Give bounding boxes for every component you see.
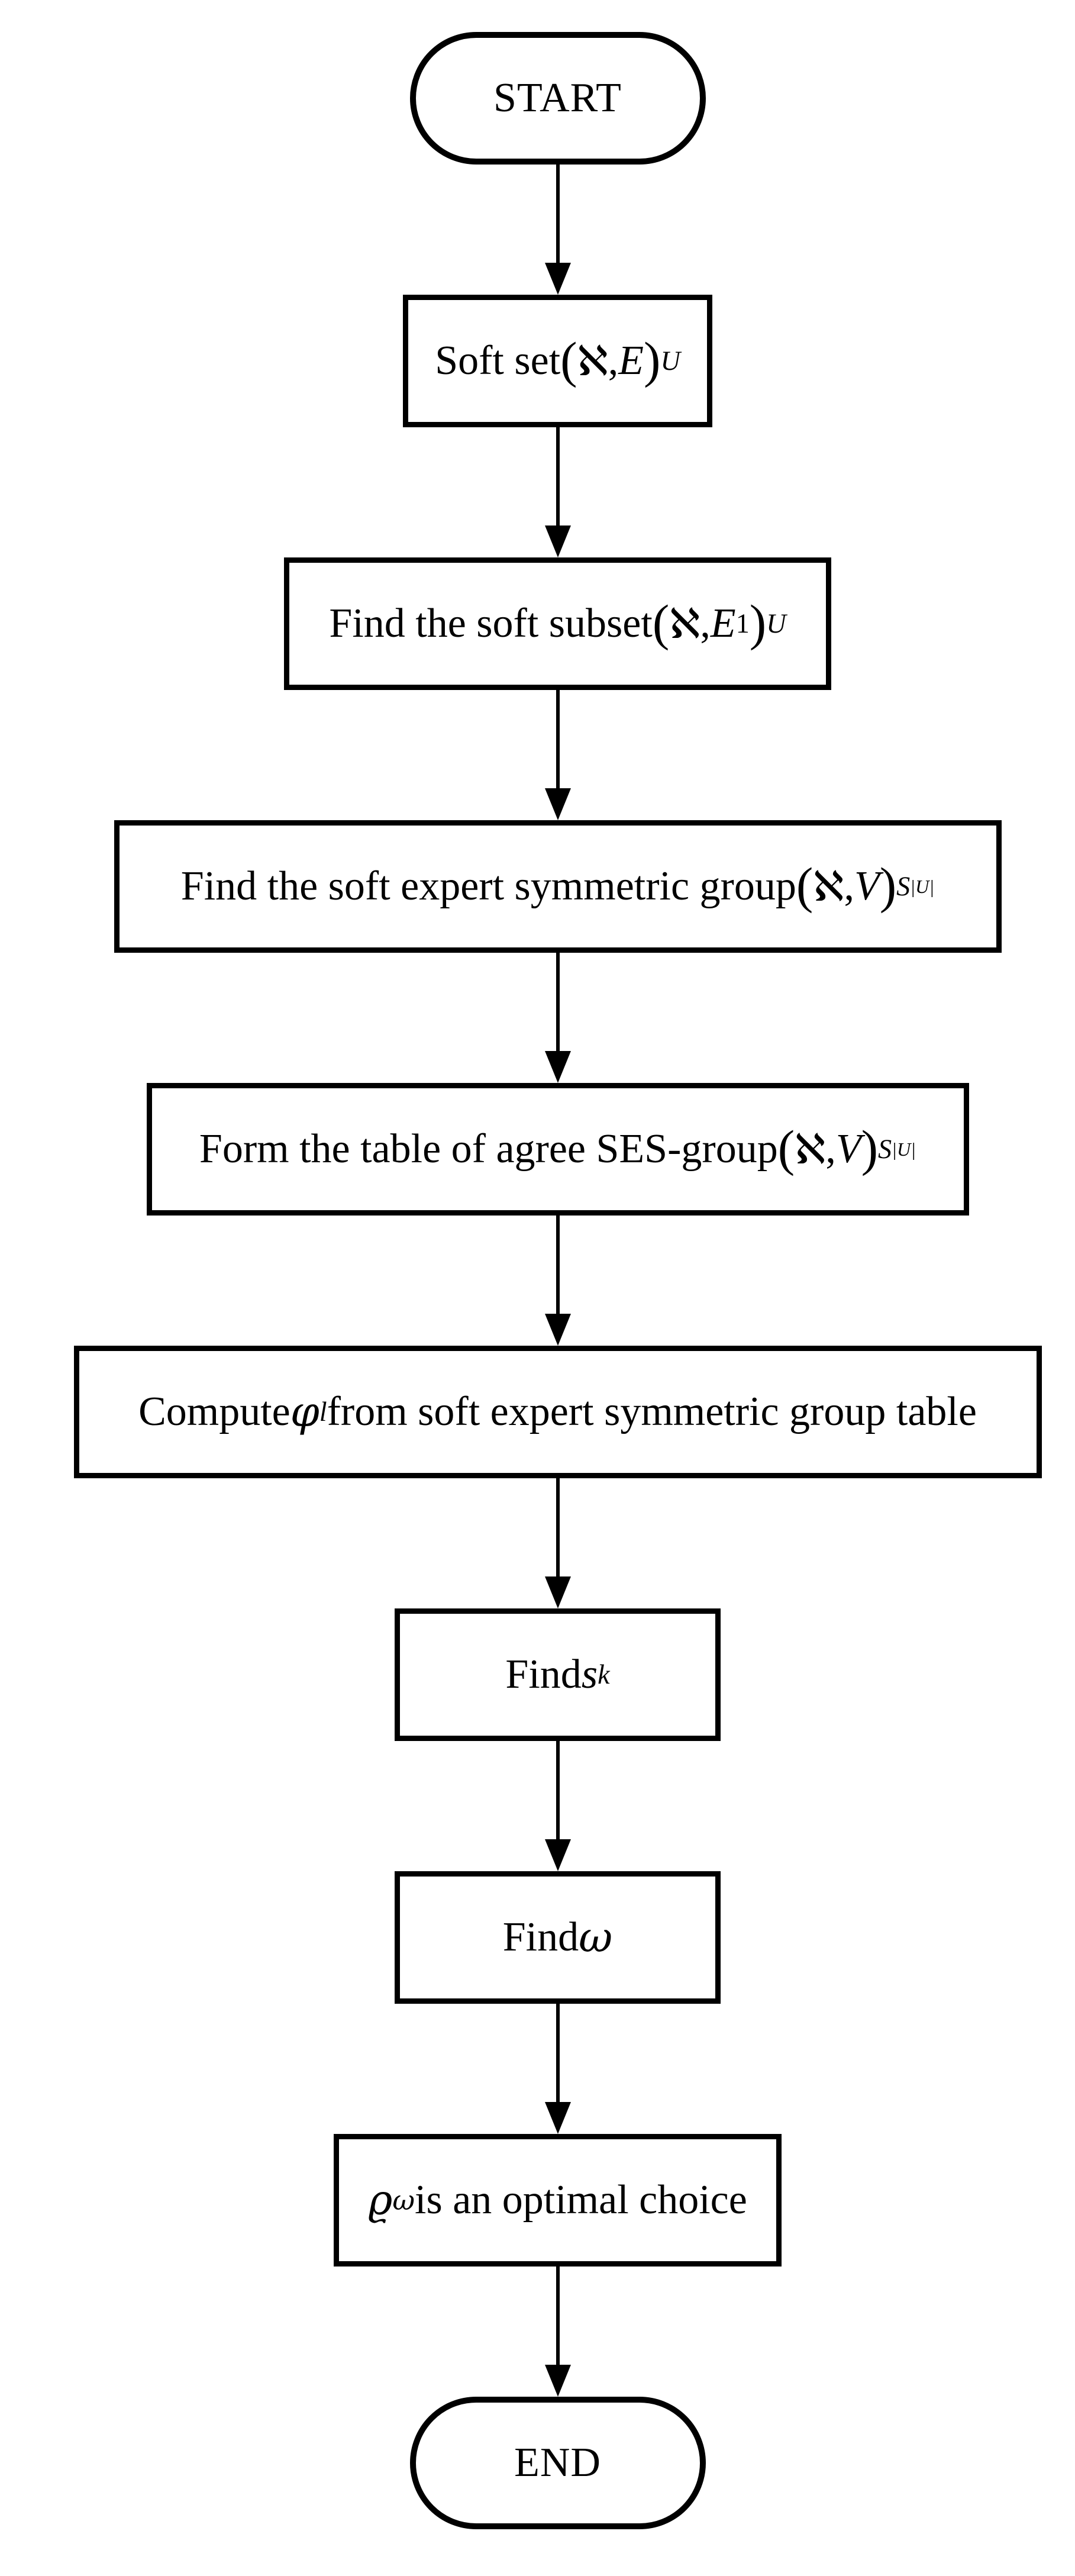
text-run: Find [502,1914,579,1960]
arrow-line [556,690,560,788]
node-soft-set: Soft set (ℵ, E)U [403,295,712,427]
text-run: Find [505,1652,582,1697]
arrow-down-9 [540,2267,576,2397]
arrow-line [556,427,560,525]
var-E: E [618,338,644,383]
arrow-head-icon [544,1839,571,1871]
var-s: s [581,1652,598,1697]
arrow-line [556,2004,560,2102]
subscript-omega: ω [392,2184,415,2216]
arrow-head-icon [544,2365,571,2397]
arrow-line [556,1478,560,1576]
subscript-k: k [598,1659,610,1690]
node-find-omega: Find ω [395,1871,721,2004]
text-run: Find the soft subset [329,601,653,646]
arrow-down-7 [540,1741,576,1871]
subscript-1: 1 [735,608,750,639]
arrow-head-icon [544,1576,571,1608]
subscript-abs-U: |U| [892,1138,916,1160]
arrow-down-8 [540,2004,576,2134]
arrow-down-4 [540,953,576,1083]
node-form-agree-table: Form the table of agree SES-group (ℵ, V)… [146,1083,969,1216]
text-run: from soft expert symmetric group table [327,1389,977,1434]
arrow-down-1 [540,165,576,295]
subscript-S: S [896,871,911,901]
text-run: , [844,863,854,909]
omega-symbol: ω [579,1913,613,1962]
arrow-down-6 [540,1478,576,1608]
open-paren: ( [560,333,577,389]
arrow-down-2 [540,427,576,557]
varrho-symbol: ϱ [368,2176,393,2224]
open-paren: ( [796,858,813,914]
varphi-symbol: φ [290,1388,319,1436]
aleph-symbol: ℵ [813,862,844,911]
arrow-head-icon [544,1051,571,1083]
arrow-line [556,2267,560,2365]
script-V: V [835,1126,861,1172]
text-run: , [608,338,619,383]
arrow-down-3 [540,690,576,820]
arrow-head-icon [544,2102,571,2134]
subscript-abs-U: |U| [910,875,935,897]
arrow-line [556,1216,560,1314]
arrow-head-icon [544,525,571,557]
close-paren: ) [749,595,767,652]
node-end-label: END [514,2440,601,2485]
arrow-head-icon [544,263,571,295]
node-start-label: START [493,75,622,121]
arrow-line [556,165,560,263]
node-find-ses-group: Find the soft expert symmetric group (ℵ,… [114,820,1002,953]
flowchart-column: START Soft set (ℵ, E)U Find the soft sub… [20,0,1075,2529]
text-run: Soft set [435,338,561,383]
subscript-l: l [319,1396,327,1427]
arrow-head-icon [544,1314,571,1346]
close-paren: ) [861,1121,879,1177]
script-V: V [854,863,880,909]
node-end: END [409,2397,706,2529]
arrow-down-5 [540,1216,576,1346]
close-paren: ) [879,858,897,914]
text-run: Find the soft expert symmetric group [180,863,796,909]
arrow-line [556,953,560,1051]
close-paren: ) [644,333,661,389]
subscript-U: U [660,345,680,376]
arrow-line [556,1741,560,1839]
var-E: E [710,601,736,646]
open-paren: ( [777,1121,795,1177]
text-run: , [700,601,711,646]
subscript-S: S [878,1133,892,1164]
text-run: Compute [138,1389,290,1434]
open-paren: ( [652,595,670,652]
subscript-U: U [766,608,786,639]
node-start: START [409,32,706,165]
aleph-symbol: ℵ [577,337,608,385]
text-run: , [825,1126,836,1172]
aleph-symbol: ℵ [669,599,700,648]
arrow-head-icon [544,788,571,820]
text-run: is an optimal choice [415,2177,747,2223]
text-run: Form the table of agree SES-group [199,1126,778,1172]
aleph-symbol: ℵ [795,1125,826,1173]
